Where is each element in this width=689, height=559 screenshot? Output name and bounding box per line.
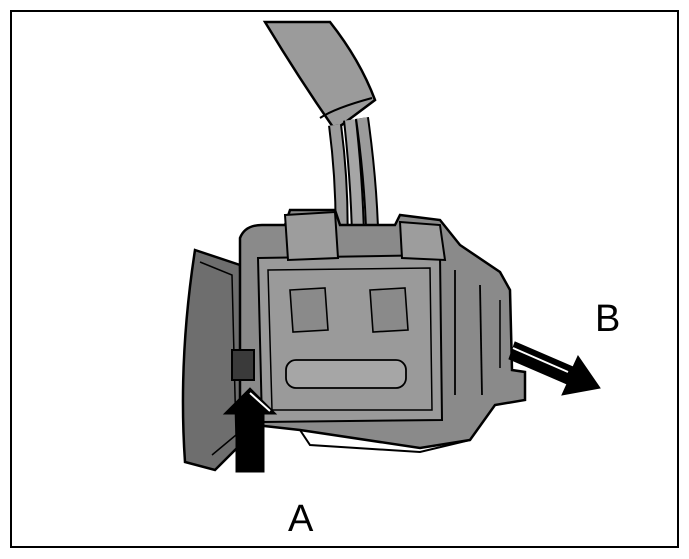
lock-tab (231, 349, 255, 381)
top-latch (283, 210, 340, 262)
label-b: B (595, 298, 621, 340)
side-rib-2 (479, 284, 483, 396)
arrow-right-down-icon (508, 341, 601, 396)
label-a: A (288, 498, 314, 540)
terminal-slot-2 (369, 287, 409, 333)
terminal-slot-1 (289, 287, 329, 333)
arrow-up-icon (222, 387, 278, 473)
cable-sheath-end (319, 97, 373, 119)
connector-inner-rim (267, 267, 433, 411)
bottom-ridge (299, 429, 471, 454)
wire-retainer (285, 359, 407, 389)
arrow-up-highlight (249, 392, 271, 412)
connector-flange (181, 248, 247, 472)
top-latch-right (398, 220, 447, 262)
connector-front-face (256, 253, 444, 424)
